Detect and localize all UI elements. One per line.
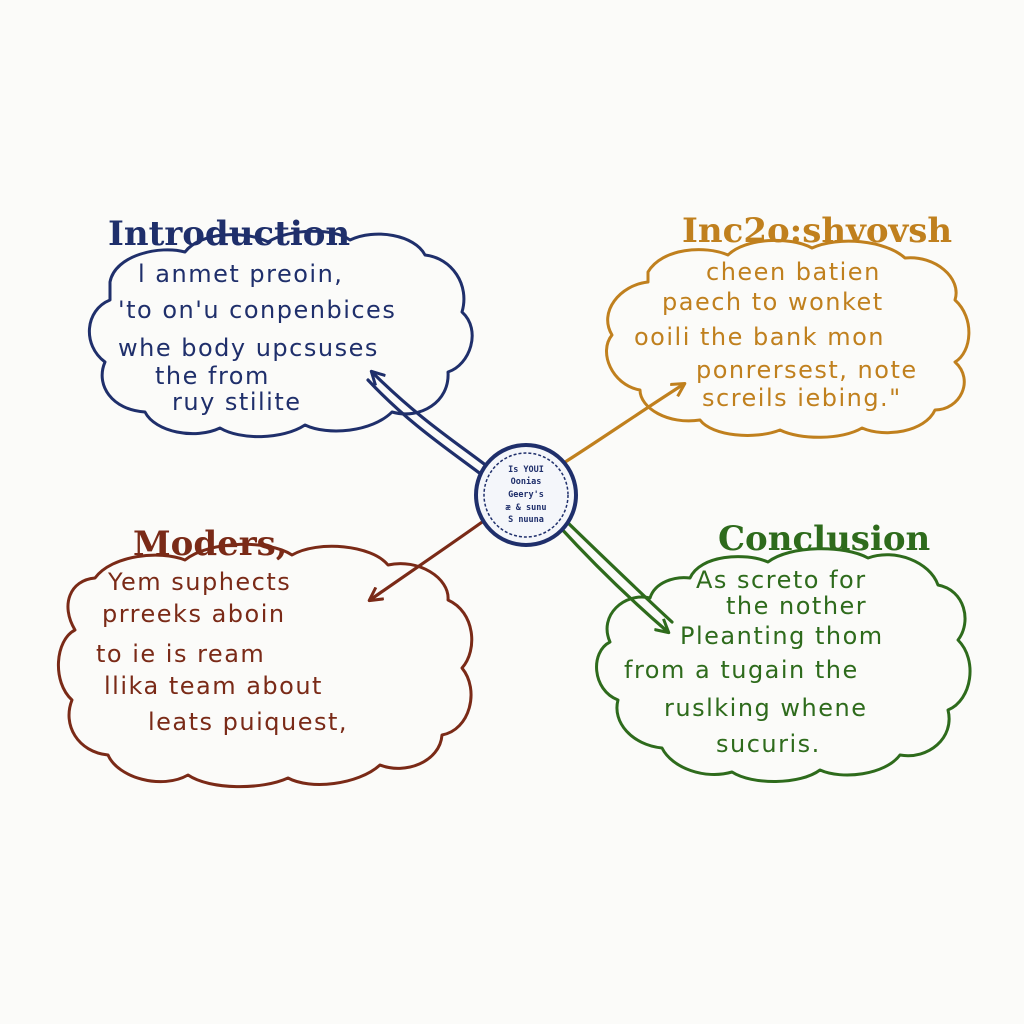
- conclusion-line-2: the nother: [726, 592, 867, 620]
- modern-line-4: llika team about: [104, 672, 323, 700]
- hub-line-5: S nuuna: [508, 515, 544, 525]
- hub-line-1: Is YOUI: [508, 465, 544, 475]
- node-conclusion: Conclusion As screto for the nother Plea…: [595, 519, 972, 783]
- title-introduction: Introduction: [108, 214, 350, 254]
- central-hub: Is YOUI Oonias Geery's æ & sunu S nuuna: [474, 443, 578, 547]
- node-modern: Moders, Yem suphects prreeks aboin to ie…: [57, 524, 474, 789]
- cloud-conclusion: [595, 547, 972, 783]
- conclusion-line-1: As screto for: [696, 566, 867, 594]
- top-right-line-3: ooili the bank mon: [634, 323, 885, 351]
- cloud-modern: [57, 542, 474, 789]
- conclusion-line-4: from a tugain the: [624, 656, 859, 684]
- hub-line-3: Geery's: [508, 490, 544, 500]
- introduction-line-2: 'to on'u conpenbices: [118, 296, 396, 324]
- hub-line-4: æ & sunu: [506, 503, 547, 513]
- cloud-top-right: [605, 238, 971, 439]
- arrow-to-modern: [370, 518, 487, 600]
- hub-line-2: Oonias: [511, 476, 542, 487]
- arrow-to-top-right: [560, 384, 684, 466]
- conclusion-line-5: ruslking whene: [664, 694, 867, 722]
- node-introduction: Introduction l anmet preoin, 'to on'u co…: [88, 214, 474, 439]
- conclusion-line-6: sucuris.: [716, 730, 821, 758]
- top-right-line-1: cheen batien: [706, 258, 881, 286]
- modern-line-3: to ie is ream: [96, 640, 265, 668]
- title-modern: Moders,: [133, 524, 288, 564]
- top-right-line-5: screils iebing.": [702, 384, 902, 412]
- top-right-line-4: ponrersest, note: [696, 356, 918, 384]
- hub-inner-ring: [483, 452, 569, 538]
- arrow-to-introduction: [372, 372, 494, 472]
- arrow-to-conclusion: [556, 523, 668, 632]
- arrow-to-conclusion-double: [563, 518, 674, 624]
- conclusion-line-3: Pleanting thom: [680, 622, 884, 650]
- top-right-line-2: paech to wonket: [662, 288, 884, 316]
- title-top-right: Inc2o:shvovsh: [682, 211, 952, 251]
- cloud-introduction: [88, 229, 474, 439]
- modern-line-5: leats puiquest,: [148, 708, 348, 736]
- introduction-line-4: the from: [155, 362, 270, 390]
- modern-line-2: prreeks aboin: [102, 600, 286, 628]
- introduction-line-3: whe body upcsuses: [118, 334, 379, 362]
- title-conclusion: Conclusion: [718, 519, 930, 559]
- node-top-right: Inc2o:shvovsh cheen batien paech to wonk…: [605, 211, 971, 439]
- introduction-line-5: ruy stilite: [172, 388, 302, 416]
- introduction-line-1: l anmet preoin,: [138, 260, 343, 288]
- modern-line-1: Yem suphects: [107, 568, 291, 596]
- arrow-to-introduction-double: [366, 378, 488, 480]
- hub-outer-ring: [474, 443, 578, 547]
- connector-arrows: [366, 372, 684, 632]
